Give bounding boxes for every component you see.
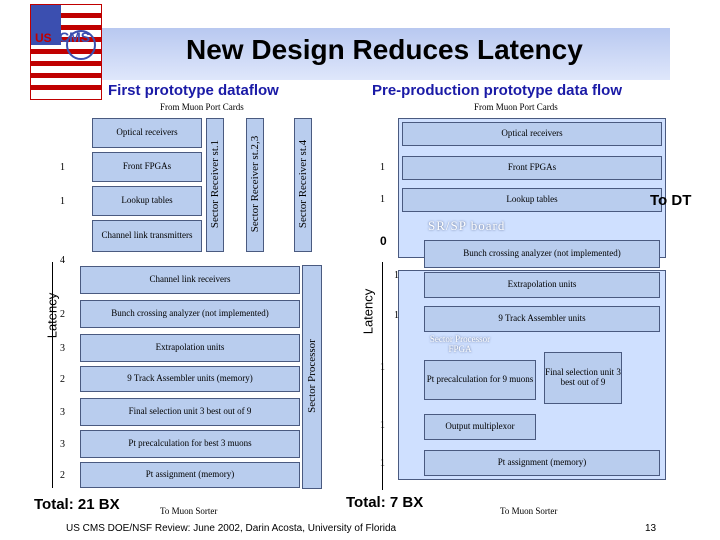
left-latency-lookup: 1 — [60, 196, 65, 207]
left-lookup-tables: Lookup tables — [92, 186, 202, 216]
left-latency-axis — [52, 262, 53, 488]
right-latency-ptassign: 1 — [380, 458, 385, 469]
left-latency-track: 2 — [60, 374, 65, 385]
right-output-multiplexor: Output multiplexor — [424, 414, 536, 440]
footer-text: US CMS DOE/NSF Review: June 2002, Darin … — [66, 523, 397, 534]
left-final-selection: Final selection unit 3 best out of 9 — [80, 398, 300, 426]
right-sink-label: To Muon Sorter — [500, 506, 558, 516]
right-lookup-tables: Lookup tables — [402, 188, 662, 212]
sector-receiver-st23 — [246, 118, 264, 252]
sector-receiver-st4 — [294, 118, 312, 252]
logo-text: CMS — [59, 29, 91, 45]
sector-receiver-st4-label: Sector Receiver st.4 — [297, 139, 309, 229]
right-pt-precalculation: Pt precalculation for 9 muons — [424, 360, 536, 400]
right-final-selection: Final selection unit 3 best out of 9 — [544, 352, 622, 404]
right-latency-mux: 1 — [380, 420, 385, 431]
flag-stripes — [31, 5, 101, 99]
slide-title: New Design Reduces Latency — [186, 34, 583, 65]
right-bunch-crossing: Bunch crossing analyzer (not implemented… — [424, 240, 660, 268]
left-latency-final: 3 — [60, 407, 65, 418]
left-pt-assignment: Pt assignment (memory) — [80, 462, 300, 488]
left-extrapolation-units: Extrapolation units — [80, 334, 300, 362]
to-dt-label: To DT — [650, 192, 692, 209]
right-pt-assignment: Pt assignment (memory) — [424, 450, 660, 476]
left-channel-link-tx: Channel link transmitters — [92, 220, 202, 252]
right-source-label: From Muon Port Cards — [474, 102, 558, 112]
left-sector-processor-label: Sector Processor — [306, 339, 318, 413]
left-sector-processor — [302, 265, 322, 489]
left-latency-extrap: 3 — [60, 343, 65, 354]
left-latency-front: 1 — [60, 162, 65, 173]
right-extrapolation-units: Extrapolation units — [424, 272, 660, 298]
logo: US CMS — [30, 4, 102, 100]
page-number: 13 — [645, 523, 657, 534]
left-latency-label: Latency — [44, 292, 60, 339]
left-total: Total: 21 BX — [34, 496, 120, 513]
right-latency-board: 0 — [380, 234, 387, 248]
right-latency-front: 1 — [380, 162, 385, 173]
right-total: Total: 7 BX — [346, 494, 424, 511]
left-latency-ptassign: 2 — [60, 470, 65, 481]
right-latency-axis — [382, 262, 383, 490]
right-track-assembler: 9 Track Assembler units — [424, 306, 660, 332]
right-optical-receivers: Optical receivers — [402, 122, 662, 146]
right-board-label: SR/SP board — [428, 218, 506, 233]
left-channel-link-rx: Channel link receivers — [80, 266, 300, 294]
left-track-assembler: 9 Track Assembler units (memory) — [80, 366, 300, 392]
sector-receiver-st23-label: Sector Receiver st.2,3 — [249, 135, 261, 233]
left-optical-receivers: Optical receivers — [92, 118, 202, 148]
left-latency-ptcalc: 3 — [60, 439, 65, 450]
left-front-fpgas: Front FPGAs — [92, 152, 202, 182]
right-heading: Pre-production prototype data flow — [372, 82, 622, 99]
right-latency-bunch: 1 — [394, 270, 399, 281]
left-latency-bunch: 2 — [60, 309, 65, 320]
left-source-label: From Muon Port Cards — [160, 102, 244, 112]
left-sink-label: To Muon Sorter — [160, 506, 218, 516]
left-latency-channel: 4 — [60, 255, 65, 266]
right-latency-extrap: 1 — [394, 310, 399, 321]
right-sp-fpga-label: Sector Processor FPGA — [429, 334, 491, 354]
right-latency-label: Latency — [360, 288, 376, 335]
right-latency-lookup: 1 — [380, 194, 385, 205]
right-front-fpgas: Front FPGAs — [402, 156, 662, 180]
right-latency-ptcalc: 1 — [380, 362, 385, 373]
header-band — [100, 28, 670, 80]
left-pt-precalculation: Pt precalculation for best 3 muons — [80, 430, 300, 458]
sector-receiver-st1-label: Sector Receiver st.1 — [209, 139, 221, 229]
logo-prefix: US — [35, 31, 52, 45]
left-heading: First prototype dataflow — [108, 82, 279, 99]
left-bunch-crossing: Bunch crossing analyzer (not implemented… — [80, 300, 300, 328]
sector-receiver-st1 — [206, 118, 224, 252]
